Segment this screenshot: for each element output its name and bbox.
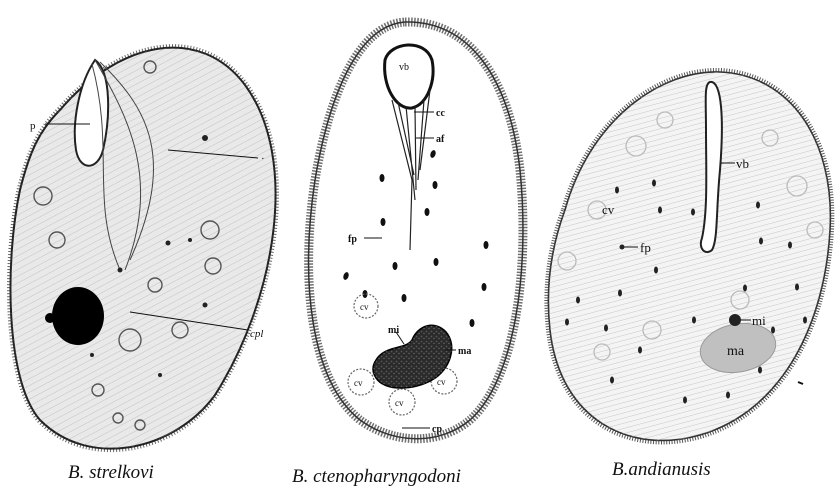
micronucleus-c — [729, 314, 741, 326]
fp-marker-c — [620, 245, 625, 250]
panel-b-andianusis: mi ma vb cv fp — [548, 72, 830, 441]
label-ma-c: ma — [727, 344, 745, 359]
panel-b-ctenopharyngodoni: cv cv cv cv mi ma vb cc af fp cp — [309, 22, 523, 439]
label-fp-c: fp — [640, 240, 651, 255]
label-cv-b4: cv — [395, 398, 404, 408]
panel-b-strelkovi: p · cpl — [10, 48, 275, 449]
label-p: p — [30, 120, 36, 132]
label-cv-c: cv — [602, 202, 615, 217]
striation-field-a — [10, 48, 275, 449]
label-mi-b: mi — [388, 325, 399, 336]
caption-b-strelkovi: B. strelkovi — [68, 462, 154, 484]
label-vb-c: vb — [736, 156, 749, 171]
label-fp-b: fp — [348, 234, 357, 245]
label-cc: cc — [436, 108, 445, 119]
caption-b-andianusis: B.andianusis — [612, 459, 711, 481]
label-mi-c: mi — [752, 313, 766, 328]
label-cpl: cpl — [250, 328, 263, 340]
label-ma-b: ma — [458, 346, 471, 357]
label-cp: cp — [432, 424, 442, 435]
macronucleus-a — [52, 287, 104, 345]
label-cv-b3: cv — [437, 377, 446, 387]
stray-mark — [798, 382, 803, 384]
label-af: af — [436, 134, 445, 145]
label-dot: · — [261, 153, 265, 165]
label-vb-b: vb — [399, 62, 409, 73]
striation-field-c — [548, 72, 830, 441]
label-cv-b2: cv — [354, 378, 363, 388]
caption-b-ctenopharyngodoni: B. ctenopharyngodoni — [292, 466, 461, 488]
micronucleus-a — [45, 313, 55, 323]
label-cv-b1: cv — [360, 302, 369, 312]
